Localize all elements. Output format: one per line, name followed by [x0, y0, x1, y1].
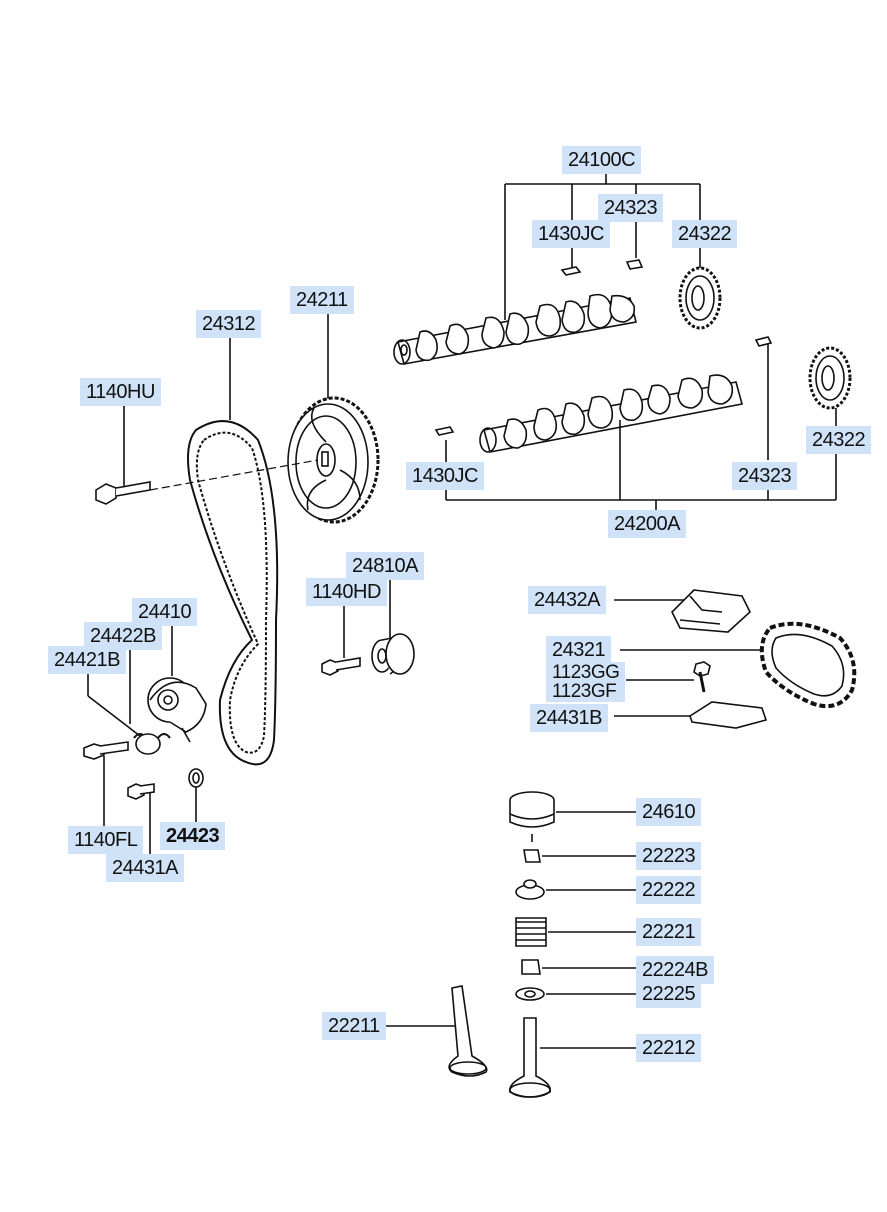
- label-24410: 24410: [132, 598, 198, 626]
- label-24610: 24610: [636, 798, 702, 826]
- camshaft-lower: [479, 374, 743, 453]
- key-1430JC-lower: [434, 426, 455, 436]
- label-24322-lower: 24322: [806, 426, 872, 454]
- label-1430JC-upper: 1430JC: [532, 220, 610, 248]
- label-1140FL: 1140FL: [68, 826, 144, 854]
- bolt-1140HU: [95, 404, 151, 505]
- key-1430JC-upper: [560, 266, 582, 276]
- label-24322-upper: 24322: [672, 220, 738, 248]
- bracket-24100C: [504, 172, 701, 320]
- valve-22211: [384, 985, 488, 1077]
- label-24422B: 24422B: [84, 622, 162, 650]
- pin-24421B: [87, 670, 141, 737]
- label-22212: 22212: [636, 1034, 702, 1062]
- idler-24810A: [371, 578, 415, 675]
- label-24100C: 24100C: [562, 146, 642, 174]
- label-1123GG: 1123GG: [552, 662, 620, 683]
- label-24810A: 24810A: [346, 552, 424, 580]
- key-24323-upper: [625, 259, 644, 270]
- bolt-1140FL: [83, 741, 129, 826]
- label-22222: 22222: [636, 876, 702, 904]
- label-24421B: 24421B: [48, 646, 126, 674]
- keeper-22223: [523, 849, 640, 863]
- label-24323-lower: 24323: [732, 462, 798, 490]
- lifter-24610: [509, 791, 640, 842]
- label-1123GF: 1123GF: [552, 681, 617, 702]
- label-24321: 24321: [546, 636, 612, 664]
- label-1140HD: 1140HD: [306, 578, 387, 606]
- cam-pulley-24211: [287, 312, 380, 524]
- label-22225: 22225: [636, 980, 702, 1008]
- label-1123GG-1123GF: 1123GG 1123GF: [546, 662, 626, 702]
- sprocket-24322-lower: [808, 346, 852, 410]
- label-24211: 24211: [290, 286, 354, 314]
- label-24312: 24312: [196, 310, 262, 338]
- label-24423: 24423: [160, 822, 226, 850]
- spring-24422B: [129, 650, 171, 755]
- centerline: [149, 459, 319, 491]
- chain-belt-24321: [620, 621, 857, 709]
- bracket-24200A: [445, 344, 837, 512]
- label-24431B: 24431B: [530, 704, 608, 732]
- timing-belt-24312: [187, 336, 279, 766]
- label-22224B: 22224B: [636, 956, 714, 984]
- bolt-1140HD: [321, 604, 361, 676]
- retainer-22222: [515, 879, 640, 900]
- camshaft-upper: [393, 293, 637, 365]
- bolt-24431A: [127, 783, 155, 856]
- label-24432A: 24432A: [528, 586, 606, 614]
- label-22223: 22223: [636, 842, 702, 870]
- bracket-24431B: [614, 701, 768, 729]
- key-24323-lower: [754, 336, 773, 347]
- label-22211: 22211: [322, 1012, 386, 1040]
- sprocket-24322-upper: [678, 266, 722, 330]
- valve-22212: [508, 1017, 640, 1098]
- seat-22225: [515, 987, 640, 1001]
- seal-22224B: [521, 959, 640, 975]
- label-24323-upper: 24323: [598, 194, 664, 222]
- spring-22221: [515, 917, 640, 947]
- label-24200A: 24200A: [608, 510, 686, 538]
- label-22221: 22221: [636, 918, 702, 946]
- label-1430JC-lower: 1430JC: [406, 462, 484, 490]
- label-24431A: 24431A: [106, 854, 184, 882]
- bracket-24432A: [614, 589, 751, 633]
- washer-24423: [188, 768, 204, 824]
- label-1140HU: 1140HU: [80, 378, 161, 406]
- tensioner-24410: [147, 624, 207, 743]
- bolt-1123GG: [626, 661, 711, 693]
